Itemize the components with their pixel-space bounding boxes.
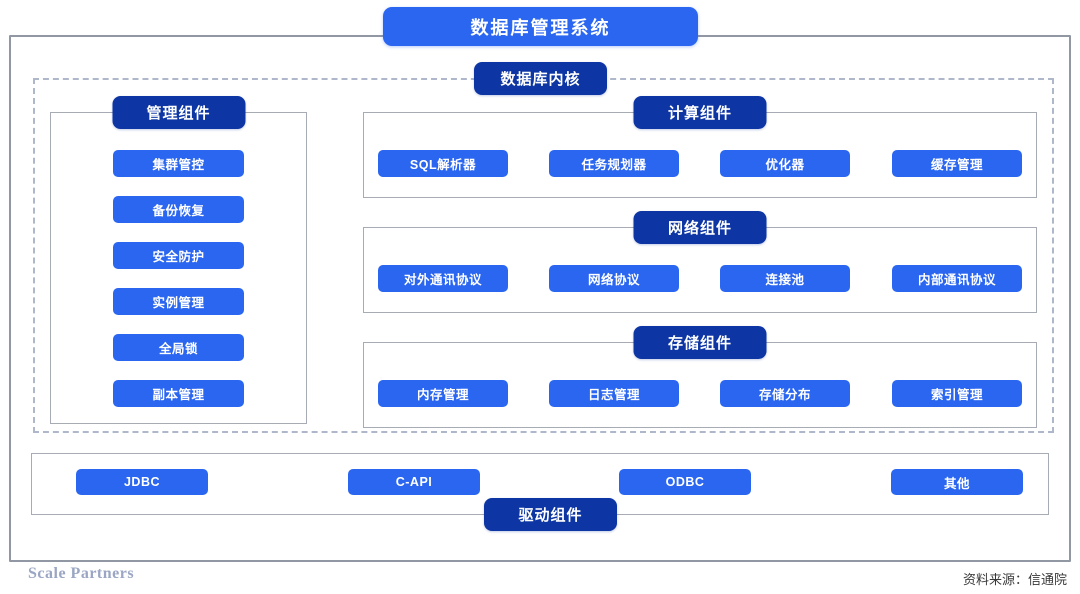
driver-item-c-api: C-API xyxy=(348,469,480,495)
storage-item-storage-dist: 存储分布 xyxy=(720,380,850,407)
network-item-external-protocol: 对外通讯协议 xyxy=(378,265,508,292)
driver-item-odbc: ODBC xyxy=(619,469,751,495)
storage-header: 存储组件 xyxy=(633,326,767,359)
diagram-title: 数据库管理系统 xyxy=(383,7,698,46)
storage-item-index-mgmt: 索引管理 xyxy=(892,380,1022,407)
compute-section-box: 计算组件 SQL解析器 任务规划器 优化器 缓存管理 xyxy=(363,96,1037,198)
management-item-global-lock: 全局锁 xyxy=(113,334,244,361)
network-section-box: 网络组件 对外通讯协议 网络协议 连接池 内部通讯协议 xyxy=(363,211,1037,313)
compute-header: 计算组件 xyxy=(633,96,767,129)
storage-item-log-mgmt: 日志管理 xyxy=(549,380,679,407)
compute-item-task-planner: 任务规划器 xyxy=(549,150,679,177)
driver-section-box: JDBC C-API ODBC 其他 xyxy=(31,453,1049,515)
management-item-security: 安全防护 xyxy=(113,242,244,269)
management-item-instance-mgmt: 实例管理 xyxy=(113,288,244,315)
management-item-replica-mgmt: 副本管理 xyxy=(113,380,244,407)
kernel-label: 数据库内核 xyxy=(474,62,607,95)
network-item-network-protocol: 网络协议 xyxy=(549,265,679,292)
management-column-box: 管理组件 集群管控 备份恢复 安全防护 实例管理 全局锁 副本管理 xyxy=(50,96,307,424)
network-header: 网络组件 xyxy=(633,211,767,244)
compute-item-sql-parser: SQL解析器 xyxy=(378,150,508,177)
management-item-cluster-control: 集群管控 xyxy=(113,150,244,177)
management-item-backup-restore: 备份恢复 xyxy=(113,196,244,223)
compute-item-optimizer: 优化器 xyxy=(720,150,850,177)
storage-item-memory-mgmt: 内存管理 xyxy=(378,380,508,407)
network-item-connection-pool: 连接池 xyxy=(720,265,850,292)
management-header: 管理组件 xyxy=(112,96,245,129)
brand-watermark: Scale Partners xyxy=(28,565,135,582)
driver-header: 驱动组件 xyxy=(484,498,617,531)
storage-section-box: 存储组件 内存管理 日志管理 存储分布 索引管理 xyxy=(363,326,1037,428)
driver-item-other: 其他 xyxy=(891,469,1023,495)
network-item-internal-protocol: 内部通讯协议 xyxy=(892,265,1022,292)
driver-item-jdbc: JDBC xyxy=(76,469,208,495)
compute-item-cache-mgmt: 缓存管理 xyxy=(892,150,1022,177)
source-note: 资料来源：信通院 xyxy=(962,572,1067,587)
